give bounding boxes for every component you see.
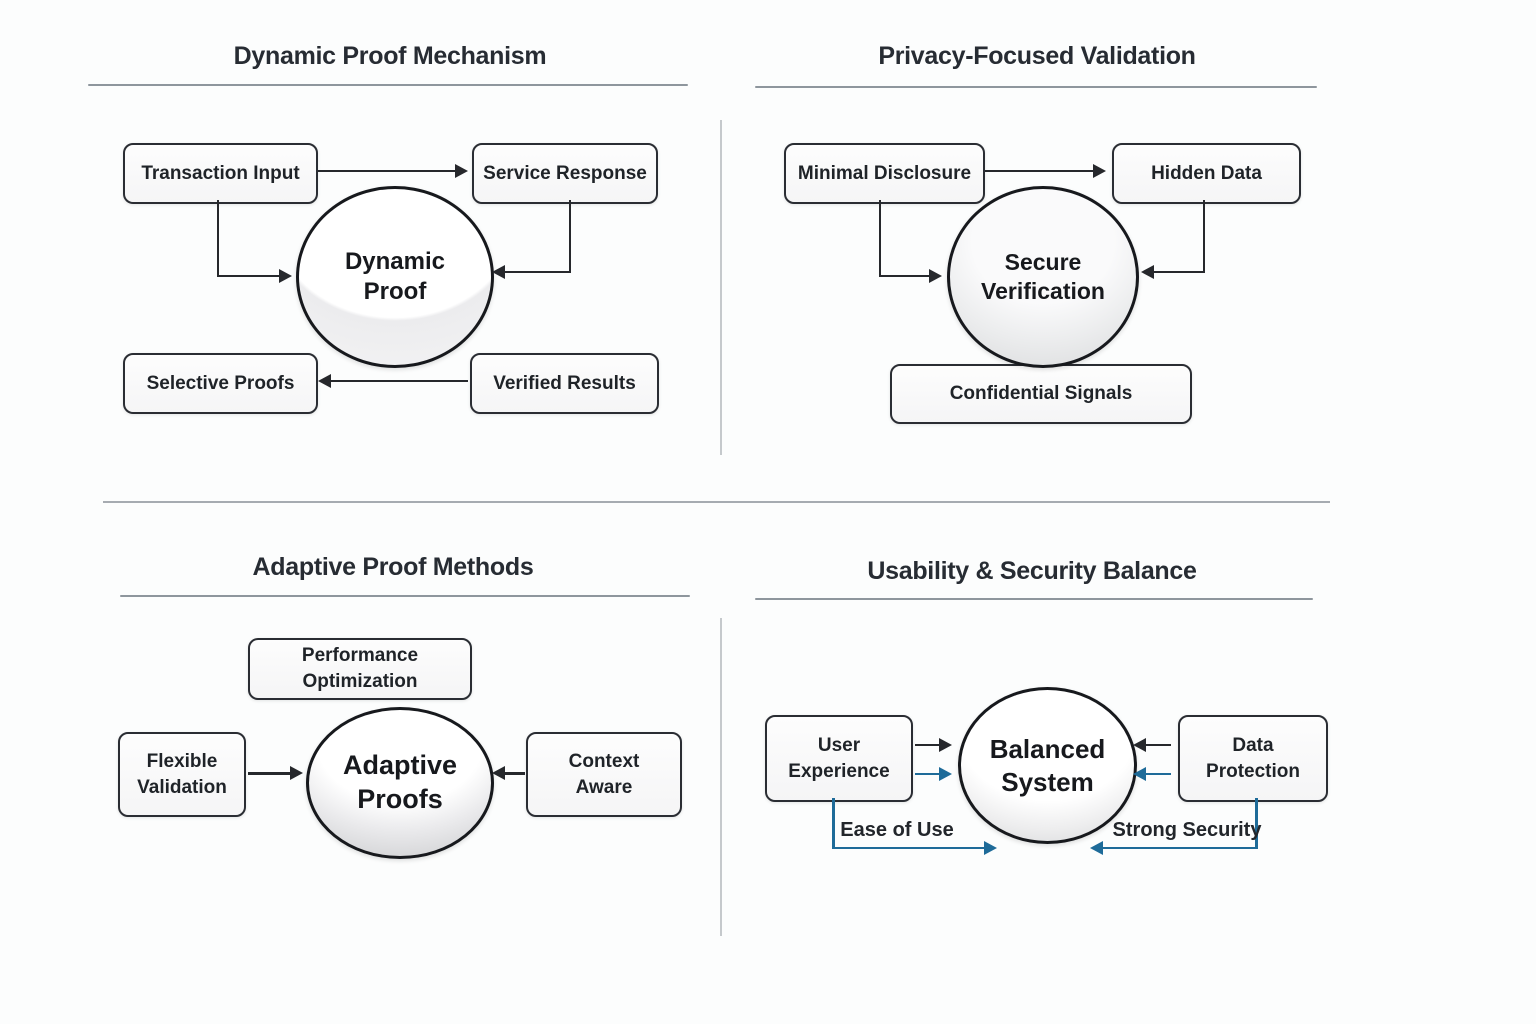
arrow-ux-to-balanced-blue-line	[915, 772, 940, 775]
q3-title-underline	[120, 595, 690, 597]
node-performance-optimization: Performance Optimization	[248, 638, 472, 700]
node-secure-verification: Secure Verification	[947, 186, 1139, 368]
arrow-dp-to-balanced-black-head	[1133, 737, 1146, 752]
arrow-response-to-proof-vline	[568, 200, 571, 273]
arrow-flexible-to-adaptive-head	[290, 766, 303, 781]
divider-vertical-top	[720, 120, 722, 455]
node-verified-results: Verified Results	[470, 353, 659, 414]
label-strong-security: Strong Security	[1112, 819, 1262, 841]
node-flexible-validation: Flexible Validation	[118, 732, 246, 817]
arrow-strong-security-head	[1090, 840, 1103, 855]
arrow-ux-to-balanced-black-line	[915, 743, 940, 746]
q4-title-underline	[755, 598, 1313, 600]
label-ease-of-use: Ease of Use	[840, 819, 954, 841]
arrow-hidden-to-verification-hline	[1154, 270, 1204, 273]
q1-title-underline	[88, 84, 688, 86]
arrow-transaction-to-proof-hline	[216, 274, 280, 277]
divider-horizontal-middle	[103, 501, 1330, 503]
arrow-ease-of-use-vline	[832, 798, 835, 849]
arrow-disclosure-to-verification-vline	[878, 200, 881, 277]
node-adaptive-proofs: Adaptive Proofs	[306, 707, 494, 859]
node-selective-proofs: Selective Proofs	[123, 353, 318, 414]
q4-title: Usability & Security Balance	[867, 557, 1197, 585]
node-dynamic-proof: Dynamic Proof	[296, 186, 494, 368]
node-hidden-data: Hidden Data	[1112, 143, 1301, 204]
arrow-response-to-proof-head	[492, 264, 505, 279]
arrow-disclosure-to-hidden-line	[985, 169, 1093, 172]
arrow-hidden-to-verification-head	[1141, 264, 1154, 279]
arrow-ease-of-use-hline	[832, 846, 985, 849]
arrow-ux-to-balanced-black-head	[939, 737, 952, 752]
arrow-dp-to-balanced-blue-line	[1146, 772, 1171, 775]
arrow-disclosure-to-hidden-head	[1093, 163, 1106, 178]
arrow-transaction-to-proof-vline	[216, 200, 219, 277]
arrow-transaction-to-response-head	[455, 163, 468, 178]
node-user-experience: User Experience	[765, 715, 913, 802]
arrow-dp-to-balanced-blue-head	[1133, 766, 1146, 781]
node-data-protection: Data Protection	[1178, 715, 1328, 802]
arrow-response-to-proof-hline	[505, 270, 571, 273]
arrow-context-to-adaptive-head	[492, 766, 505, 781]
arrow-disclosure-to-verification-hline	[878, 274, 930, 277]
arrow-ease-of-use-head	[984, 840, 997, 855]
q2-title-underline	[755, 86, 1317, 88]
arrow-strong-security-hline	[1103, 846, 1258, 849]
arrow-ux-to-balanced-blue-head	[939, 766, 952, 781]
node-minimal-disclosure: Minimal Disclosure	[784, 143, 985, 204]
node-context-aware: Context Aware	[526, 732, 682, 817]
node-service-response: Service Response	[472, 143, 658, 204]
node-balanced-system: Balanced System	[958, 687, 1137, 844]
arrow-results-to-selective-line	[331, 379, 468, 382]
q2-title: Privacy-Focused Validation	[878, 42, 1196, 70]
arrow-flexible-to-adaptive-line	[248, 772, 290, 775]
q3-title: Adaptive Proof Methods	[252, 553, 534, 581]
q1-title: Dynamic Proof Mechanism	[233, 42, 547, 70]
arrow-hidden-to-verification-vline	[1202, 200, 1205, 273]
arrow-disclosure-to-verification-head	[929, 268, 942, 283]
divider-vertical-bottom	[720, 618, 722, 936]
node-confidential-signals: Confidential Signals	[890, 364, 1192, 424]
arrow-dp-to-balanced-black-line	[1146, 743, 1171, 746]
arrow-strong-security-vline	[1255, 798, 1258, 849]
arrow-results-to-selective-head	[318, 373, 331, 388]
arrow-transaction-to-response-line	[318, 169, 455, 172]
arrow-transaction-to-proof-head	[279, 268, 292, 283]
node-transaction-input: Transaction Input	[123, 143, 318, 204]
arrow-context-to-adaptive-line	[505, 772, 525, 775]
